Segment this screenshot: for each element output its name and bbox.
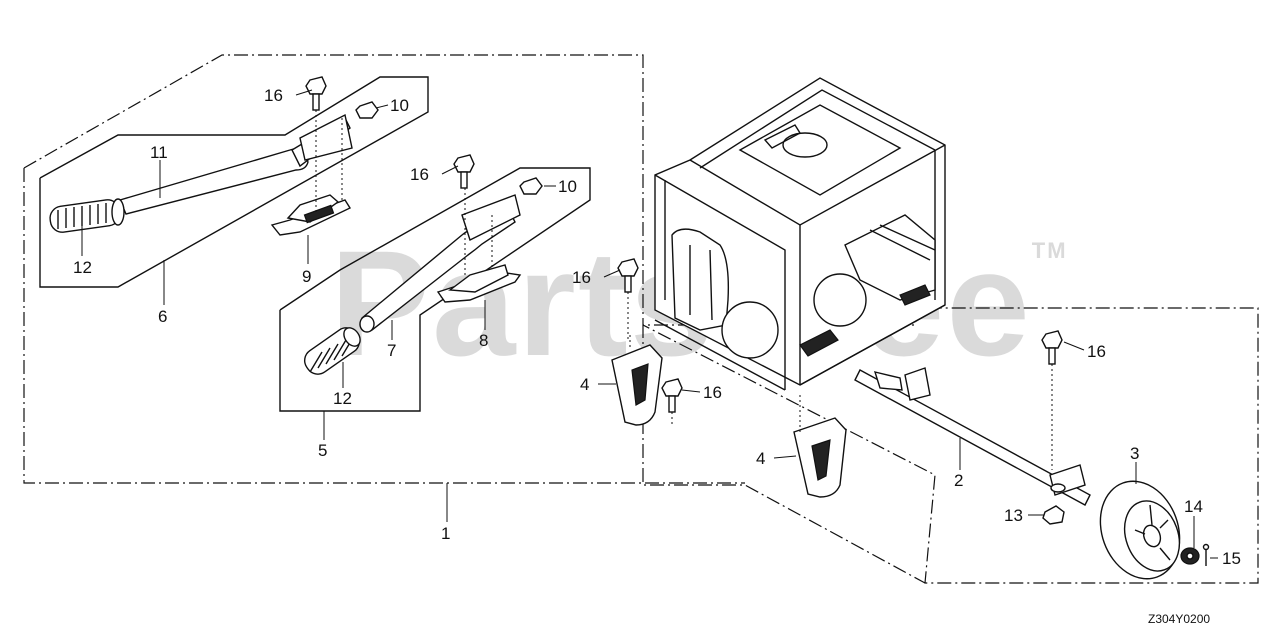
bolt-16-e xyxy=(1041,330,1063,365)
callout-1: 1 xyxy=(441,524,450,543)
handle-7 xyxy=(359,194,521,333)
drawing-code: Z304Y0200 xyxy=(1148,612,1211,626)
nut-10-lower xyxy=(519,177,543,195)
callout-16: 16 xyxy=(703,383,722,402)
bolt-16-d xyxy=(661,378,683,413)
bolt-16-a xyxy=(305,76,327,111)
callout-6: 6 xyxy=(158,307,167,326)
callout-14: 14 xyxy=(1184,497,1203,516)
callout-12: 12 xyxy=(73,258,92,277)
group-1-outline xyxy=(23,54,1259,584)
leader-lines xyxy=(81,89,1218,559)
callout-7: 7 xyxy=(387,341,396,360)
grip-12-upper xyxy=(49,198,125,233)
pin-15 xyxy=(1202,543,1210,566)
callout-8: 8 xyxy=(479,331,488,350)
washer-14-hole xyxy=(1186,552,1194,560)
callout-labels: 16 10 11 12 9 6 16 10 16 7 8 12 5 4 16 4… xyxy=(73,86,1241,568)
callout-5: 5 xyxy=(318,441,327,460)
grip-12-lower xyxy=(303,327,361,375)
callout-13: 13 xyxy=(1004,506,1023,525)
bracket-9 xyxy=(270,194,352,236)
foot-4-right xyxy=(793,417,847,498)
callout-4: 4 xyxy=(756,449,765,468)
bracket-8 xyxy=(436,264,522,303)
nut-10-upper xyxy=(355,101,379,119)
callout-4: 4 xyxy=(580,375,589,394)
foot-4-left xyxy=(611,344,663,426)
callout-11: 11 xyxy=(150,143,168,162)
bolt-16-c xyxy=(617,258,639,293)
callout-16: 16 xyxy=(572,268,591,287)
bolt-16-b xyxy=(453,154,475,189)
group-5-outline xyxy=(279,167,591,412)
callout-12: 12 xyxy=(333,389,352,408)
callout-2: 2 xyxy=(954,471,963,490)
generator xyxy=(654,77,946,391)
callout-16: 16 xyxy=(264,86,283,105)
group-6-outline xyxy=(39,76,429,288)
callout-10: 10 xyxy=(558,177,577,196)
callout-3: 3 xyxy=(1130,444,1139,463)
wheel-3 xyxy=(1099,480,1181,580)
callout-10: 10 xyxy=(390,96,409,115)
callout-15: 15 xyxy=(1222,549,1241,568)
handle-11 xyxy=(119,113,353,215)
callout-16: 16 xyxy=(1087,342,1106,361)
axle-2 xyxy=(854,367,1091,506)
callout-9: 9 xyxy=(302,267,311,286)
group-1-outline-bottom xyxy=(23,168,745,484)
callout-16: 16 xyxy=(410,165,429,184)
nut-13 xyxy=(1042,505,1065,525)
